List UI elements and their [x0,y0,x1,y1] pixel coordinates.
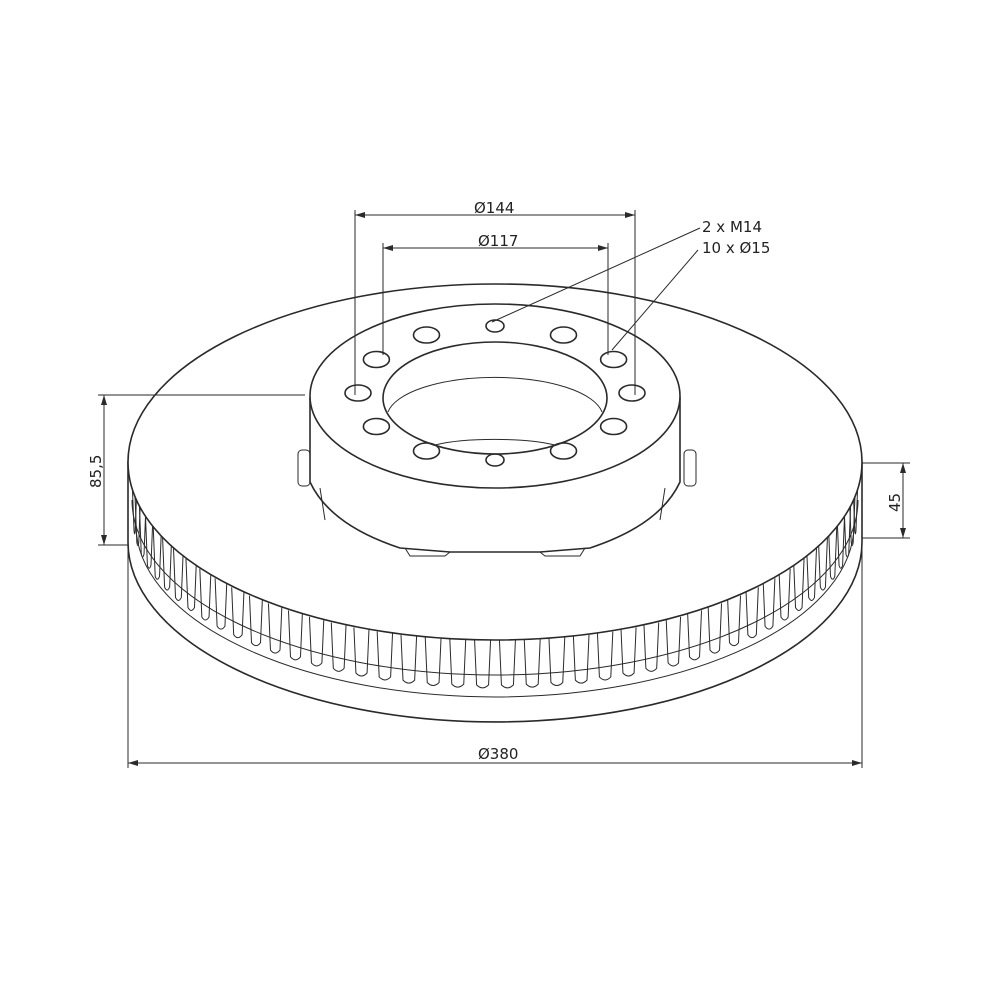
arrowhead [900,528,906,538]
dim-line-height [98,394,305,546]
cooling-vane [762,578,776,630]
cooling-vane [152,526,163,580]
bolt-hole [362,350,391,369]
cooling-vane [449,639,467,688]
rotor-ring-edge [131,499,859,676]
cooling-vane [687,610,703,661]
cooling-vane [267,603,283,654]
brake-disc [127,283,863,723]
dim-line-144 [354,210,636,395]
cooling-vane [793,558,805,611]
cooling-vane [424,637,442,686]
dim-thread-holes: 2 x M14 [702,218,762,236]
arrowhead [625,212,635,218]
rotor-ring-edge [135,524,855,698]
cooling-vane [665,616,682,667]
cooling-vane [173,548,184,601]
cooling-vane [400,634,418,684]
arrowhead [900,463,906,473]
dimension-lines [98,210,910,768]
arrowhead [101,535,107,545]
cooling-vane [778,568,791,621]
dim-pcd-144: Ø144 [474,199,514,217]
dim-bolt-holes: 10 x Ø15 [702,239,770,257]
cooling-vane [806,548,817,601]
bolt-hole [549,442,578,460]
arrowhead [128,760,138,766]
cooling-vane [745,587,759,639]
arrowhead [355,212,365,218]
bolt-hole [599,350,628,369]
cooling-vane [185,558,197,611]
cooling-vane [353,627,370,677]
hub-lug [683,449,697,487]
thread-hole-m14 [485,319,505,333]
dim-height: 85,5 [87,455,105,488]
hub-flange-face [309,303,681,489]
cooling-vane [214,578,228,630]
cooling-vane [620,627,637,677]
cooling-vane [707,603,723,654]
cooling-vane [162,537,173,591]
leader-thread-holes [491,227,701,323]
thread-hole-m14 [485,453,505,467]
arrowhead [101,395,107,405]
cooling-vane [231,587,245,639]
cooling-vane [726,595,742,647]
cooling-vane [134,490,142,547]
cooling-vane [376,631,394,681]
cooling-vane [308,616,325,667]
arrowhead [383,245,393,251]
cooling-vane [643,622,660,672]
cooling-vane [248,595,264,647]
leader-bolt-holes [611,249,699,351]
arrowhead [598,245,608,251]
cooling-vane [498,639,516,689]
cooling-vane [138,502,147,558]
hub-steps [319,487,666,557]
cooling-vane [287,610,303,661]
bolt-hole [344,384,372,402]
cooling-vane [827,526,838,580]
bore-inner-edge [434,438,556,446]
dim-line-117 [382,243,609,355]
cooling-vane [852,478,859,535]
bolt-hole [362,417,391,436]
cooling-vane [330,622,347,672]
cooling-vane [474,639,492,689]
dim-pcd-117: Ø117 [478,232,518,250]
dim-line-380 [127,545,863,768]
cooling-vane [848,490,856,547]
bolt-hole [549,326,578,344]
bolt-hole [618,384,646,402]
cooling-vane [843,502,852,558]
bolt-hole [599,417,628,436]
cooling-vane [572,634,590,684]
dim-line-thickness [862,462,910,539]
cooling-vane [144,514,154,569]
cooling-vane [836,514,846,569]
cooling-vane [817,537,828,591]
bolt-hole [412,326,441,344]
dim-thickness: 45 [886,493,904,512]
cooling-vane [131,478,138,535]
cooling-vane [199,568,212,621]
bolt-hole [412,442,441,460]
cooling-vane [523,639,541,688]
cooling-vane [548,637,566,686]
bore-inner-edge [387,376,603,413]
dim-outer-diameter: Ø380 [478,745,518,763]
hub-lug [297,449,311,487]
cooling-vane [596,631,614,681]
arrowhead [852,760,862,766]
